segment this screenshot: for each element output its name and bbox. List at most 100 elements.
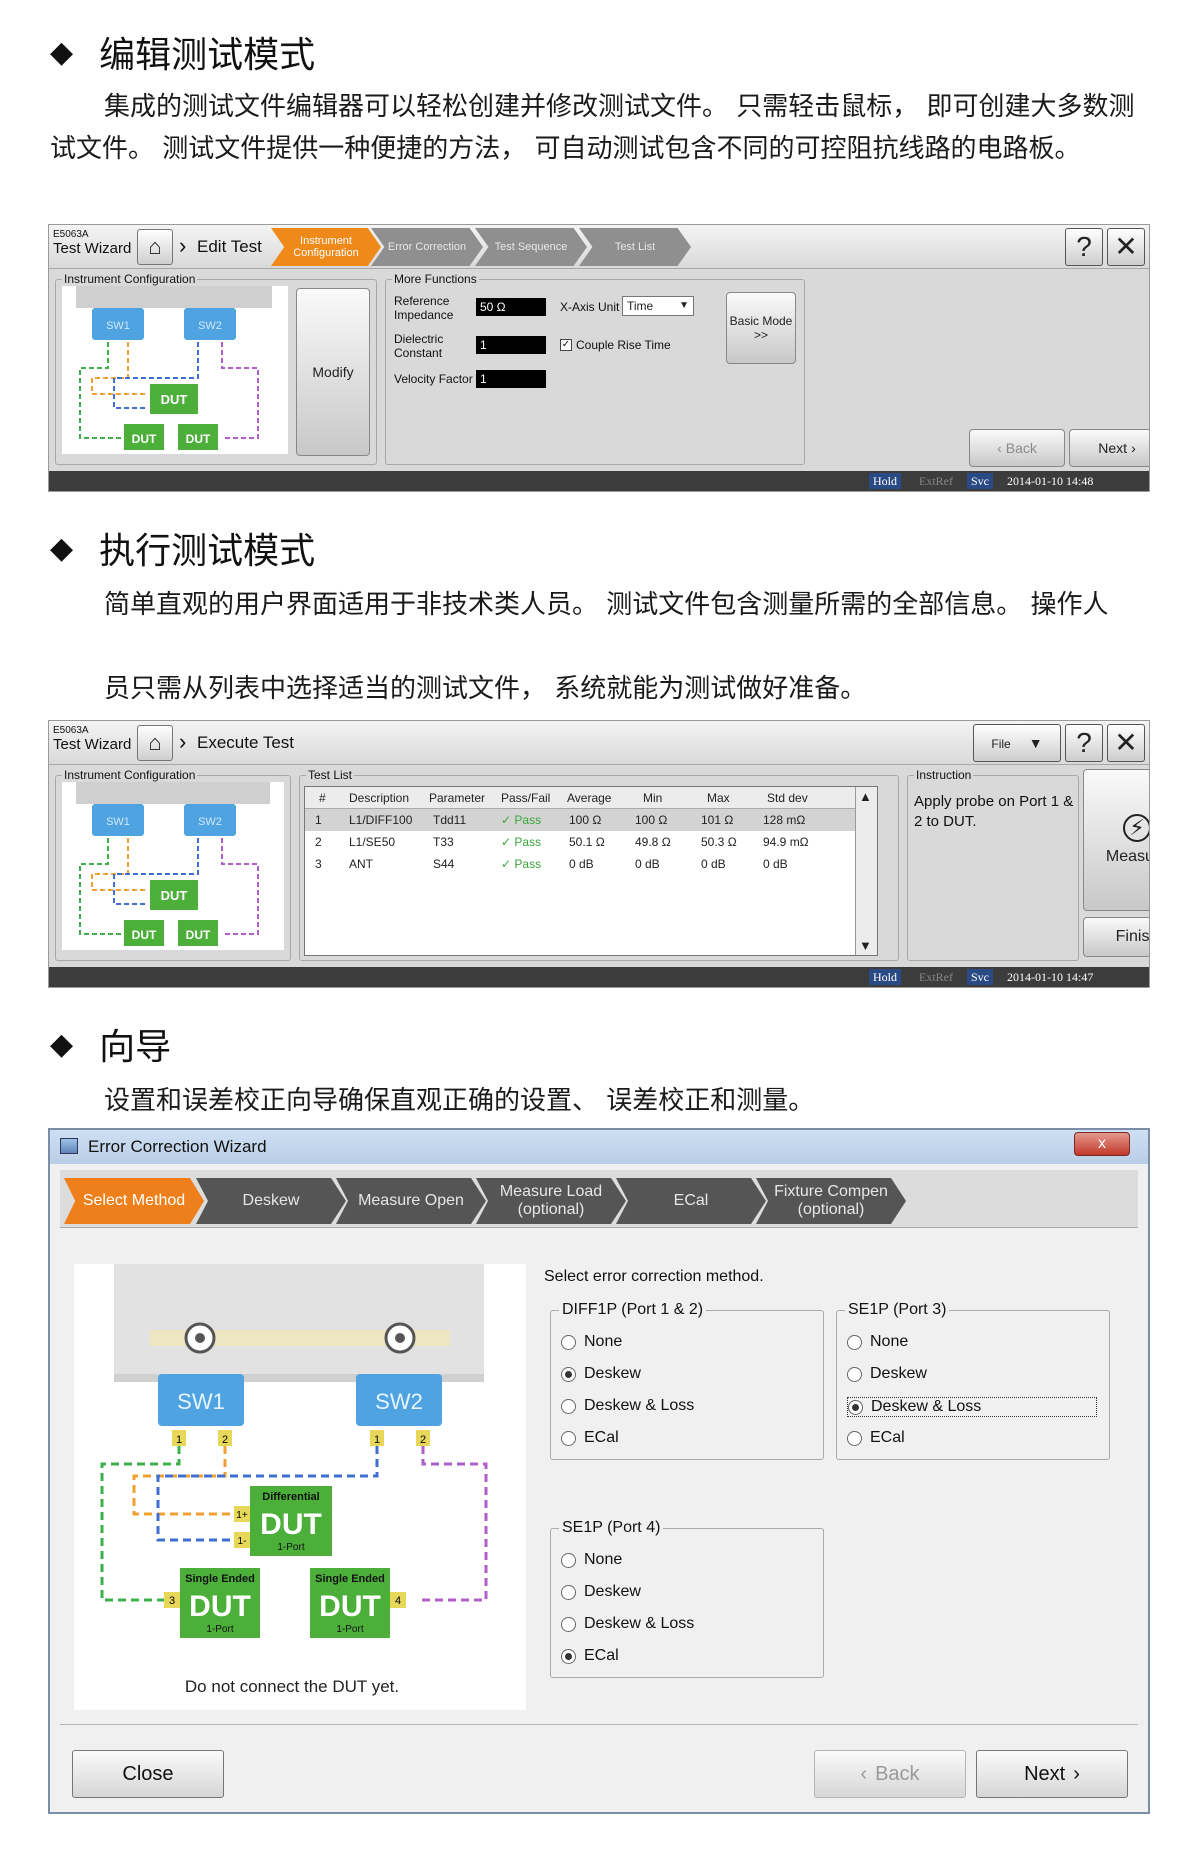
port-number: 1 <box>374 1434 380 1446</box>
trace-orange <box>91 838 148 891</box>
basic-mode-button[interactable]: Basic Mode >> <box>726 292 796 364</box>
status-bar: Hold ExtRef Svc 2014-01-10 14:47 <box>49 967 1149 987</box>
velocity-factor-field[interactable]: 1 <box>476 370 546 388</box>
radio-port3-deskew-loss[interactable]: Deskew & Loss <box>847 1397 1097 1417</box>
wizard-footer-divider <box>60 1724 1138 1725</box>
step-test-list[interactable]: Test List <box>579 228 691 266</box>
table-header: # Description Parameter Pass/Fail Averag… <box>305 787 877 809</box>
instrument-frame <box>76 286 272 308</box>
wizard-title: Error Correction Wizard <box>88 1137 267 1156</box>
dut-label: DUT <box>161 888 188 903</box>
table-row[interactable]: 3 ANT S44 ✓ Pass 0 dB 0 dB 0 dB 0 dB <box>315 857 788 871</box>
port-plus-label: 1+ <box>236 1510 248 1521</box>
port-tag <box>164 1592 180 1608</box>
dielectric-constant-field[interactable]: 1 <box>476 336 546 354</box>
step-error-correction[interactable]: Error Correction <box>371 228 483 266</box>
modify-button[interactable]: Modify <box>296 288 370 456</box>
home-button[interactable]: ⌂ <box>137 229 173 265</box>
radio-port4-deskew[interactable]: Deskew <box>561 1583 641 1601</box>
dut-label: DUT <box>186 432 211 446</box>
step-fixture-compensation[interactable]: Fixture Compen (optional) <box>756 1178 906 1224</box>
radio-port4-none[interactable]: None <box>561 1551 622 1569</box>
dut-differential-box <box>150 384 198 414</box>
next-button[interactable]: Next› <box>1069 429 1149 467</box>
radio-port3-ecal[interactable]: ECal <box>847 1429 905 1447</box>
next-button[interactable]: Next› <box>976 1750 1128 1798</box>
status-hold: Hold <box>869 969 901 985</box>
port-number: 2 <box>420 1434 426 1446</box>
sw1-label: SW1 <box>106 816 130 828</box>
radio-port4-ecal[interactable]: ECal <box>561 1647 619 1665</box>
column-header: Min <box>643 791 663 805</box>
close-button[interactable]: ✕ <box>1107 228 1145 266</box>
column-header: # <box>319 791 326 805</box>
measure-button[interactable]: ⚡ Measure <box>1083 769 1149 911</box>
column-header: Max <box>707 791 730 805</box>
table-row[interactable]: 1 L1/DIFF100 Tdd11 ✓ Pass 100 Ω 100 Ω 10… <box>305 809 877 831</box>
back-button[interactable]: ‹Back <box>814 1750 966 1798</box>
radio-port3-deskew[interactable]: Deskew <box>847 1365 927 1383</box>
group-se1p-port4: SE1P (Port 4) None Deskew Deskew & Loss … <box>550 1519 824 1678</box>
column-header: Pass/Fail <box>501 791 551 805</box>
scroll-down-icon[interactable]: ▼ <box>859 938 872 953</box>
dut-differential-box <box>150 880 198 910</box>
file-menu-button[interactable]: File▼ <box>973 724 1061 762</box>
dut-label: DUT <box>186 928 211 942</box>
xaxis-unit-label: X-Axis Unit <box>560 300 620 314</box>
close-button[interactable]: ✕ <box>1107 724 1145 762</box>
step-measure-load[interactable]: Measure Load (optional) <box>476 1178 626 1224</box>
scroll-up-icon[interactable]: ▲ <box>859 789 872 804</box>
table-scrollbar[interactable]: ▲ ▼ <box>855 787 877 955</box>
wizard-diagram-svg: SW1 SW2 1 2 1 2 1+ 1- Differential DUT 1… <box>100 1264 488 1696</box>
step-select-method[interactable]: Select Method <box>64 1178 204 1224</box>
chevron-right-icon: › <box>179 233 187 258</box>
close-button[interactable]: Close <box>72 1750 224 1798</box>
xaxis-unit-select[interactable]: Time▼ <box>622 296 694 316</box>
radio-diff1p-deskew[interactable]: Deskew <box>561 1365 641 1383</box>
column-header: Parameter <box>429 791 486 805</box>
window-close-button[interactable]: x <box>1074 1132 1130 1156</box>
chevron-right-icon: › <box>1131 440 1136 456</box>
section-wizard-title: ◆ 向导 <box>50 1018 171 1070</box>
error-correction-wizard: Error Correction Wizard x Select Method … <box>48 1128 1150 1814</box>
reference-impedance-field[interactable]: 50 Ω <box>476 298 546 316</box>
home-button[interactable]: ⌂ <box>137 725 173 761</box>
table-row[interactable]: 2 L1/SE50 T33 ✓ Pass 50.1 Ω 49.8 Ω 50.3 … <box>315 835 809 849</box>
radio-icon <box>561 1334 576 1350</box>
section-title-text: 执行测试模式 <box>99 531 316 572</box>
step-measure-open[interactable]: Measure Open <box>336 1178 486 1224</box>
sw1-label: SW1 <box>106 320 130 332</box>
help-button[interactable]: ? <box>1065 228 1103 266</box>
radio-port4-deskew-loss[interactable]: Deskew & Loss <box>561 1615 694 1633</box>
home-icon: ⌂ <box>148 234 162 259</box>
back-button[interactable]: ‹Back <box>969 429 1065 467</box>
column-header: Description <box>349 791 410 805</box>
step-deskew[interactable]: Deskew <box>196 1178 346 1224</box>
step-test-sequence[interactable]: Test Sequence <box>475 228 587 266</box>
section-title-text: 编辑测试模式 <box>99 35 316 76</box>
section-execute-paragraph-2: 员只需从列表中选择适当的测试文件， 系统就能为测试做好准备。 <box>104 674 867 704</box>
help-button[interactable]: ? <box>1065 724 1103 762</box>
dut-single-box-2 <box>310 1568 390 1638</box>
dut-single-title: Single Ended <box>185 1573 255 1585</box>
radio-port3-none[interactable]: None <box>847 1333 908 1351</box>
instruction-text: Apply probe on Port 1 & 2 to DUT. <box>914 793 1074 830</box>
status-datetime: 2014-01-10 14:47 <box>1007 970 1094 984</box>
method-prompt: Select error correction method. <box>544 1268 764 1285</box>
step-instrument-configuration[interactable]: Instrument Configuration <box>271 228 381 266</box>
radio-diff1p-none[interactable]: None <box>561 1333 622 1351</box>
status-bar: Hold ExtRef Svc 2014-01-10 14:48 <box>49 471 1149 491</box>
port-tag <box>172 1430 186 1446</box>
couple-rise-time-checkbox[interactable]: ✓ Couple Rise Time <box>560 338 671 352</box>
dut-single-box-2 <box>178 424 218 450</box>
finish-button[interactable]: Finish <box>1083 917 1149 957</box>
wizard-diagram: SW1 SW2 1 2 1 2 1+ 1- Differential DUT 1… <box>74 1264 526 1710</box>
radio-diff1p-ecal[interactable]: ECal <box>561 1429 619 1447</box>
dut-port-count: 1-Port <box>277 1542 304 1553</box>
connection-diagram-svg: SW1 SW2 DUT DUT DUT <box>76 782 270 946</box>
radio-diff1p-deskew-loss[interactable]: Deskew & Loss <box>561 1397 694 1415</box>
radio-icon <box>847 1366 862 1382</box>
port-connector-1-core <box>195 1333 205 1343</box>
step-ecal[interactable]: ECal <box>616 1178 766 1224</box>
